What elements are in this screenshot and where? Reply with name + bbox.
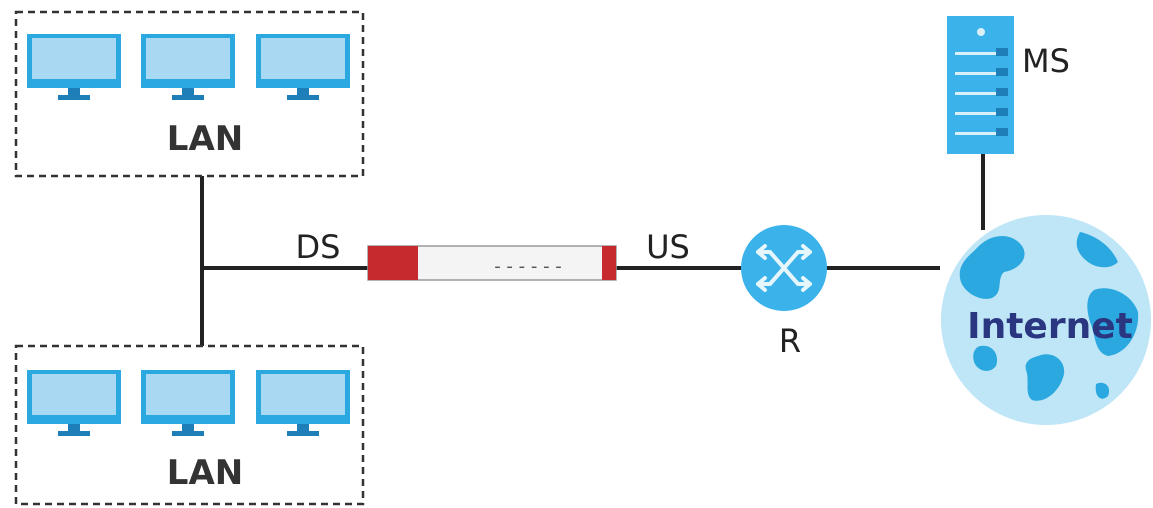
router-label: R [779,322,801,360]
lan-top-label: LAN [167,119,243,159]
firewall-dots: - - - - - - [494,256,562,277]
internet-label: Internet [967,306,1133,347]
lan-group-top: LAN [14,10,365,178]
monitor-icon [27,370,121,436]
monitor-icon [141,34,235,100]
ds-label: DS [296,228,341,266]
connection-lines [200,154,985,346]
globe-icon: Internet [941,215,1151,425]
lan-group-bottom: LAN [14,344,365,506]
router-icon [741,225,827,311]
us-label: US [646,228,690,266]
monitor-icon [256,34,350,100]
monitor-icon [141,370,235,436]
lan-top-border [14,10,365,178]
server-icon [947,16,1014,154]
lan-bottom-border [14,344,365,506]
server-label: MS [1022,42,1070,80]
firewall-device-icon: - - - - - - [367,245,617,281]
monitor-icon [27,34,121,100]
lan-bottom-label: LAN [167,453,243,493]
monitor-icon [256,370,350,436]
